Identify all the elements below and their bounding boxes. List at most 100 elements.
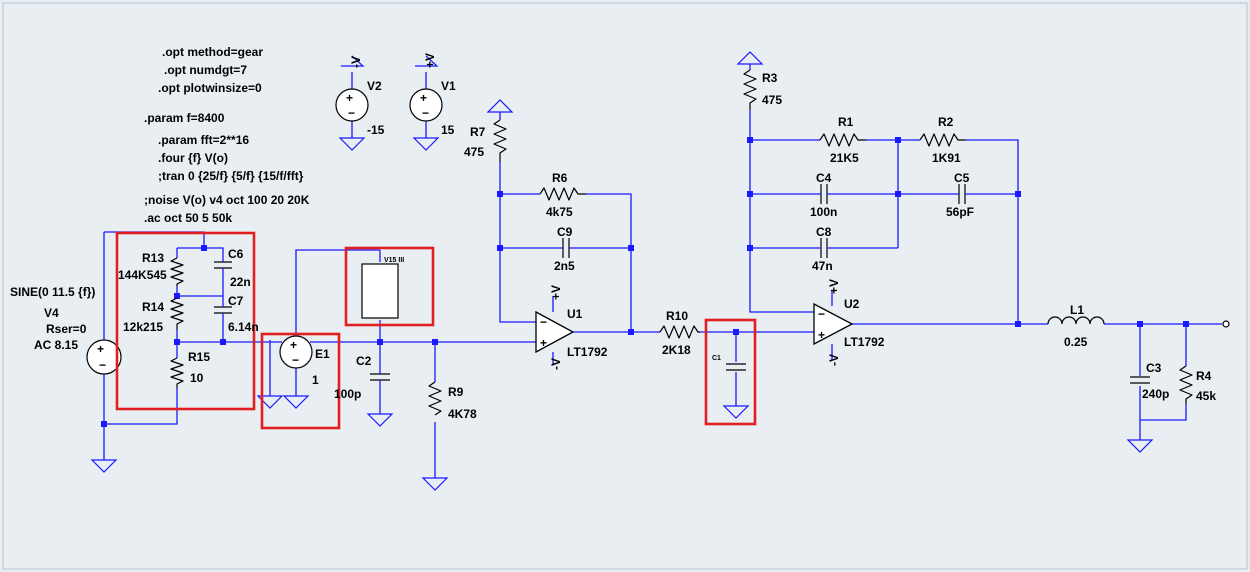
svg-text:−: − — [818, 307, 825, 321]
capacitor-c5 — [954, 184, 970, 204]
r1-value: 21K5 — [830, 151, 859, 165]
directive-tran: ;tran 0 {25/f} {5/f} {15/f/fft} — [158, 169, 304, 183]
svg-text:+: + — [97, 342, 104, 356]
r10-name: R10 — [666, 309, 688, 323]
resistor-r14 — [170, 297, 184, 330]
svg-text:+: + — [818, 328, 825, 342]
u1-model: LT1792 — [567, 345, 608, 359]
voltage-source-v2: + − — [335, 88, 369, 122]
directive-opt-plotwin: .opt plotwinsize=0 — [158, 81, 262, 95]
v1-pin-label: +V — [423, 53, 437, 68]
c7-value: 6.14n — [228, 320, 259, 334]
capacitor-c3 — [1130, 376, 1150, 384]
output-node[interactable] — [1222, 320, 1230, 328]
directive-four: .four {f} V(o) — [158, 151, 228, 165]
r7-name: R7 — [470, 125, 486, 139]
resistor-r9 — [428, 381, 442, 416]
resistor-r4 — [1179, 365, 1193, 404]
junction-dots — [101, 137, 1189, 427]
c7-name: C7 — [228, 294, 244, 308]
resistor-r13 — [170, 257, 184, 286]
svg-text:−: − — [422, 106, 429, 120]
svg-text:+: + — [420, 91, 427, 105]
c9-name: C9 — [557, 225, 573, 239]
u1-name: U1 — [567, 307, 583, 321]
resistor-r15 — [170, 357, 184, 388]
u2-model: LT1792 — [844, 335, 885, 349]
r2-name: R2 — [938, 115, 954, 129]
directive-param-fft: .param fft=2**16 — [158, 133, 249, 147]
svg-text:+: + — [346, 91, 353, 105]
component-labels: R13 144K545 C6 22n C7 6.14n R14 12k215 R… — [118, 71, 1216, 421]
c9-value: 2n5 — [554, 259, 575, 273]
r15-value: 10 — [190, 371, 204, 385]
opamp-u2: − + — [813, 302, 854, 346]
r7-value: 475 — [464, 145, 484, 159]
v2-pin-label: -V — [349, 56, 363, 68]
resistor-r3 — [743, 69, 757, 110]
svg-text:−: − — [292, 353, 299, 367]
directive-opt-method: .opt method=gear — [162, 45, 263, 59]
r3-name: R3 — [762, 71, 778, 85]
r6-value: 4k75 — [546, 205, 573, 219]
u2-plus-v: +V — [827, 279, 841, 294]
c2-value: 100p — [334, 387, 361, 401]
l1-value: 0.25 — [1064, 335, 1088, 349]
v4-rser: Rser=0 — [46, 322, 87, 336]
v2-name: V2 — [367, 79, 382, 93]
c1-name: C1 — [712, 355, 721, 362]
svg-text:+: + — [290, 338, 297, 352]
spice-directives: .opt method=gear .opt numdgt=7 .opt plot… — [144, 45, 310, 225]
c5-name: C5 — [954, 171, 970, 185]
r9-name: R9 — [448, 385, 464, 399]
svg-text:−: − — [99, 358, 106, 372]
ground-symbols — [90, 51, 1154, 491]
v2-value: -15 — [367, 123, 385, 137]
capacitor-c1 — [726, 363, 746, 371]
r2-value: 1K91 — [932, 151, 961, 165]
v4-spec: SINE(0 11.5 {f}) — [10, 285, 95, 299]
r14-value: 12k215 — [123, 320, 163, 334]
block-v15 — [361, 263, 399, 319]
r4-name: R4 — [1196, 369, 1212, 383]
v4-name: V4 — [44, 306, 59, 320]
resistors — [170, 69, 1193, 416]
c4-value: 100n — [810, 205, 837, 219]
r13-value: 144K545 — [118, 268, 167, 282]
c8-value: 47n — [812, 259, 833, 273]
capacitor-c7 — [214, 303, 232, 317]
u2-minus-v: -V — [827, 354, 841, 366]
c3-value: 240p — [1142, 387, 1169, 401]
c6-value: 22n — [230, 275, 251, 289]
r9-value: 4K78 — [448, 407, 477, 421]
source-labels: -V V2 -15 +V V1 15 SINE(0 11.5 {f}) V4 R… — [10, 53, 456, 387]
resistor-r6 — [539, 187, 586, 201]
resistor-r1 — [819, 133, 866, 147]
r6-name: R6 — [552, 171, 568, 185]
u1-minus-v: -V — [549, 358, 563, 370]
c6-name: C6 — [228, 247, 244, 261]
voltage-source-v4: + − — [86, 339, 122, 375]
opamp-u1: − + — [535, 310, 575, 354]
inductor-l1 — [1047, 316, 1105, 325]
r4-value: 45k — [1196, 389, 1216, 403]
wire-network — [103, 64, 1222, 478]
v1-value: 15 — [441, 123, 455, 137]
r14-name: R14 — [142, 300, 164, 314]
v1-name: V1 — [441, 79, 456, 93]
resistor-r2 — [919, 133, 966, 147]
r15-name: R15 — [188, 350, 210, 364]
v15-label: V15 III — [384, 257, 404, 264]
capacitor-c9 — [556, 238, 576, 258]
c3-name: C3 — [1146, 361, 1162, 375]
resistor-r10 — [659, 325, 700, 339]
e1-gain: 1 — [312, 373, 319, 387]
capacitor-c4 — [816, 184, 832, 204]
highlight-boxes — [115, 231, 757, 430]
capacitor-c8 — [816, 238, 832, 258]
directive-opt-numdgt: .opt numdgt=7 — [164, 63, 247, 77]
e1-name: E1 — [315, 347, 330, 361]
vcvs-e1: + − — [279, 335, 313, 369]
capacitor-c2 — [370, 370, 390, 384]
